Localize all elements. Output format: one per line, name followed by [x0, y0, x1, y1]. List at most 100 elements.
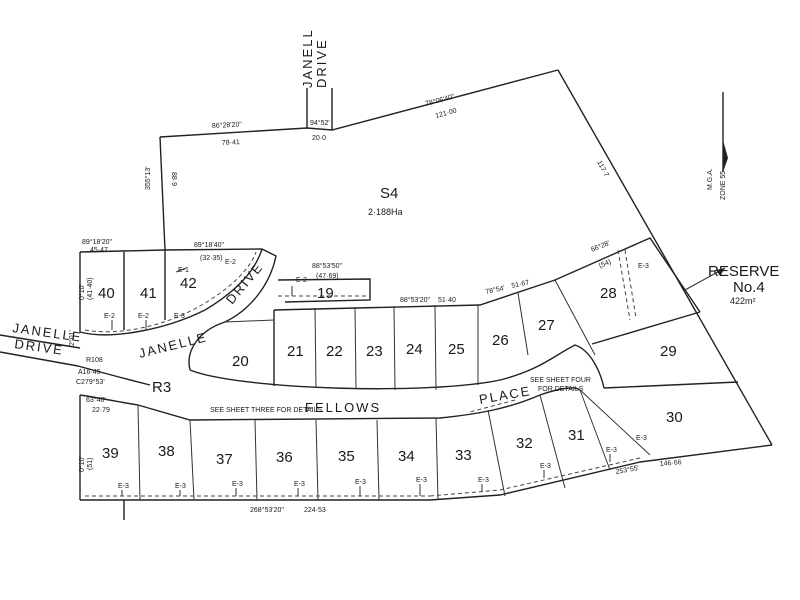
- easement-label: E-3: [636, 435, 647, 442]
- distance: 45·47: [90, 247, 108, 254]
- lot-number: 19: [317, 285, 334, 302]
- lot-number: 36: [276, 449, 293, 466]
- bearing: 89°18'20": [82, 238, 112, 246]
- bearing: 2°01': [68, 330, 76, 346]
- distance: 117·7: [595, 160, 609, 179]
- lot-number: 38: [158, 443, 175, 460]
- distance: (32·35): [200, 255, 223, 262]
- easement-label: E-3: [175, 483, 186, 490]
- radius: R108: [86, 357, 103, 364]
- lot-number: 35: [338, 448, 355, 465]
- north-arrow: M.G.A. ZONE 55: [707, 92, 728, 200]
- distance: 146·66: [660, 459, 682, 468]
- bearing: 78°06'40": [424, 92, 456, 108]
- distance: 20·0: [312, 135, 326, 142]
- bearing: 78°54': [485, 284, 506, 296]
- bearing: 88°53'20": [400, 296, 430, 304]
- lot-number: 30: [666, 409, 683, 426]
- distance: 224·53: [304, 507, 326, 514]
- road-name: JANELL: [300, 28, 315, 88]
- easement-label: E-3: [232, 481, 243, 488]
- lot-number: 21: [287, 343, 304, 360]
- easement-label: E-2: [104, 313, 115, 320]
- easement-label: E-3: [540, 463, 551, 470]
- bearing: 63°40': [86, 396, 106, 404]
- lot-labels: 19 20 21 22 23 24 25 26 27 28 29 30 31 3…: [98, 275, 683, 468]
- easement-label: E-2: [225, 259, 236, 266]
- easement-label: E-3: [174, 313, 185, 320]
- easement-label: E-3: [355, 479, 366, 486]
- super-lot-area: 2·188Ha: [368, 207, 403, 217]
- easement-label: E-2: [296, 277, 307, 284]
- road-name: DRIVE: [14, 336, 65, 358]
- lot-number: 28: [600, 285, 617, 302]
- arc-length: A16·45: [78, 369, 101, 376]
- bearing: 66°28': [590, 239, 611, 254]
- lot-number: 42: [180, 275, 197, 292]
- lot-number: 37: [216, 451, 233, 468]
- lot-number: 39: [102, 445, 119, 462]
- lot-number: 40: [98, 285, 115, 302]
- north-zone-label: ZONE 55: [720, 171, 727, 200]
- distance: 121·00: [435, 108, 458, 120]
- lot-number: 27: [538, 317, 555, 334]
- easement-arrows: [111, 267, 611, 496]
- lot-number: 23: [366, 343, 383, 360]
- lot-number: 33: [455, 447, 472, 464]
- distance: (41·40): [87, 277, 94, 300]
- easement-label: E-3: [294, 481, 305, 488]
- bearing: 88°53'50": [312, 262, 342, 270]
- lot-number: 20: [232, 353, 249, 370]
- lot-number: 41: [140, 285, 157, 302]
- lot-number: 31: [568, 427, 585, 444]
- easement-label: E-3: [606, 447, 617, 454]
- easement-label: E-3: [638, 263, 649, 270]
- chord: C279°53': [76, 378, 105, 386]
- bearing: 89°18'40": [194, 241, 224, 249]
- sheet-note: SEE SHEET FOUR: [530, 377, 591, 384]
- reserve-number: No.4: [733, 279, 765, 296]
- road-name: DRIVE: [314, 38, 329, 88]
- easement-label: E-3: [416, 477, 427, 484]
- road-name: DRIVE: [223, 259, 266, 307]
- lot-number: 25: [448, 341, 465, 358]
- distance: 88·9: [170, 172, 177, 186]
- distance: 51·40: [438, 297, 456, 304]
- distance: 22·79: [92, 407, 110, 414]
- easement-label: E-2: [138, 313, 149, 320]
- north-zone-label: M.G.A.: [707, 168, 714, 190]
- road-name: FELLOWS: [305, 400, 381, 415]
- bearing: 355°13': [144, 166, 152, 190]
- easement-labels: E-1 E-2 E-2 E-2 E-2 E-3 E-3 E-3 E-3 E-3 …: [104, 259, 649, 490]
- distance: (47·69): [316, 273, 339, 280]
- bearing: 0°10': [78, 456, 86, 472]
- easement-label: E-3: [118, 483, 129, 490]
- bearing: 253°55': [615, 464, 640, 476]
- easement-label: E-3: [478, 477, 489, 484]
- distance: (51): [87, 458, 94, 470]
- road-reserve-label: R3: [152, 379, 171, 396]
- lot-number: 29: [660, 343, 677, 360]
- super-lot-id: S4: [380, 185, 398, 202]
- bearing: 0°10': [78, 284, 86, 300]
- lot-number: 26: [492, 332, 509, 349]
- distance: 51·67: [511, 279, 530, 290]
- lot-number: 34: [398, 448, 415, 465]
- lot-number: 24: [406, 341, 423, 358]
- lot-number: 32: [516, 435, 533, 452]
- easement-label: E-1: [178, 267, 189, 274]
- bearing: 268°53'20": [250, 506, 284, 514]
- bearing: 86°28'20": [212, 120, 243, 130]
- road-name: PLACE: [478, 383, 532, 407]
- reserve-title: RESERVE: [708, 263, 779, 280]
- road-name: JANELLE: [137, 329, 209, 361]
- boundary-lines: [0, 69, 773, 520]
- distance: 78·41: [222, 139, 240, 147]
- bearing: 94°52': [310, 119, 330, 127]
- sheet-note: SEE SHEET THREE FOR DETAILS: [210, 407, 322, 414]
- lot-number: 22: [326, 343, 343, 360]
- distance: (54): [598, 259, 612, 270]
- sheet-note: FOR DETAILS: [538, 386, 584, 393]
- reserve-area: 422m²: [730, 296, 756, 306]
